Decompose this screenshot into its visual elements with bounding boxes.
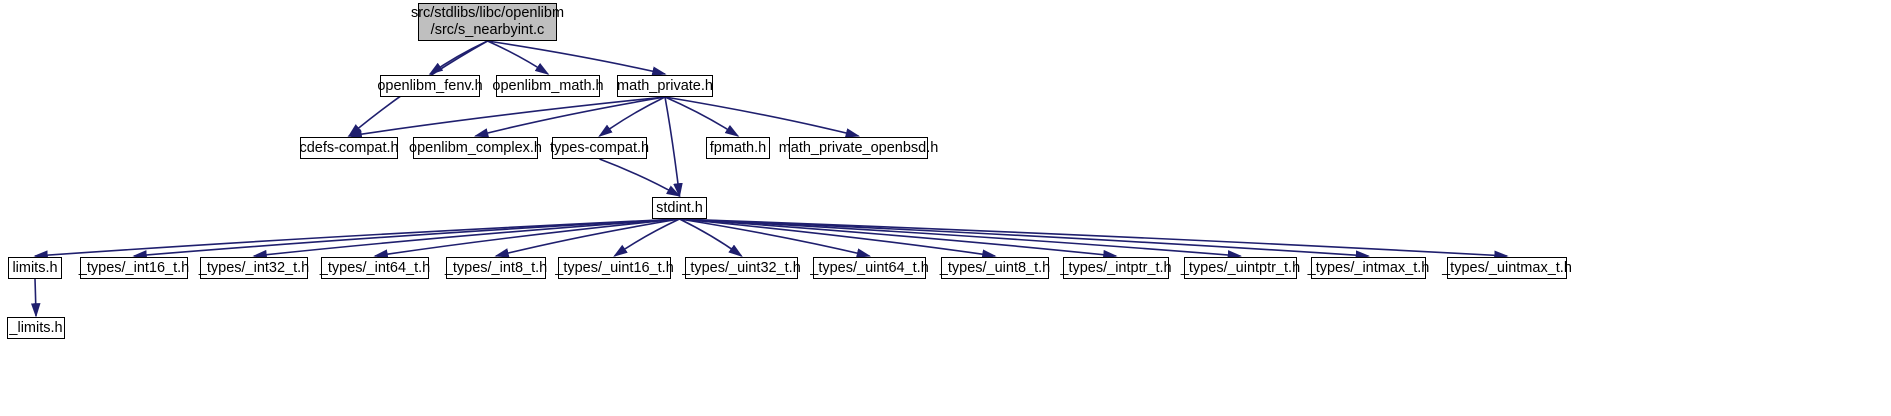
graph-node-types_compat[interactable]: types-compat.h <box>550 137 649 159</box>
edge-math_private-to-openlibm_complex <box>473 96 666 138</box>
edge-stdint-to-uintptr <box>679 218 1243 260</box>
graph-node-math_private_openbsd[interactable]: math_private_openbsd.h <box>779 137 938 159</box>
edge-root-to-openlibm_math <box>487 40 550 75</box>
edge-stdint-to-uint8 <box>679 218 997 259</box>
graph-node-uint16[interactable]: _types/_uint16_t.h <box>555 257 674 279</box>
graph-node-intptr[interactable]: _types/_intptr_t.h <box>1060 257 1172 279</box>
graph-node-cdefs_compat[interactable]: cdefs-compat.h <box>299 137 399 159</box>
graph-node-int16[interactable]: _types/_int16_t.h <box>79 257 189 279</box>
edge-stdint-to-int64 <box>373 218 680 259</box>
graph-node-int64[interactable]: _types/_int64_t.h <box>320 257 430 279</box>
edge-stdint-to-intmax <box>679 218 1371 260</box>
edge-stdint-to-uint64 <box>679 218 872 258</box>
edge-types_compat-to-stdint <box>599 158 681 197</box>
graph-node-openlibm_fenv[interactable]: openlibm_fenv.h <box>377 75 483 97</box>
graph-node-uint64[interactable]: _types/_uint64_t.h <box>810 257 929 279</box>
edge-stdint-to-intptr <box>679 218 1118 260</box>
edge-stdint-to-int16 <box>132 218 680 260</box>
edge-math_private-to-fpmath <box>664 96 740 137</box>
edge-math_private-to-stdint <box>664 96 683 198</box>
edge-stdint-to-int8 <box>494 218 680 258</box>
edge-root-to-openlibm_fenv <box>428 40 488 75</box>
graph-node-intmax[interactable]: _types/_intmax_t.h <box>1308 257 1429 279</box>
graph-node-math_private[interactable]: math_private.h <box>617 75 713 97</box>
graph-node-uint8[interactable]: _types/_uint8_t.h <box>940 257 1050 279</box>
graph-node-int32[interactable]: _types/_int32_t.h <box>199 257 309 279</box>
graph-node-uintptr[interactable]: _types/_uintptr_t.h <box>1181 257 1300 279</box>
graph-node-openlibm_math[interactable]: openlibm_math.h <box>492 75 604 97</box>
edge-stdint-to-limits <box>33 218 680 260</box>
edge-stdint-to-uintmax <box>679 218 1509 261</box>
graph-node-openlibm_complex[interactable]: openlibm_complex.h <box>409 137 542 159</box>
graph-node-uintmax[interactable]: _types/_uintmax_t.h <box>1442 257 1572 279</box>
graph-node-fpmath[interactable]: fpmath.h <box>706 137 770 159</box>
graph-node-int8[interactable]: _types/_int8_t.h <box>445 257 547 279</box>
edge-stdint-to-uint32 <box>679 218 743 257</box>
edge-stdint-to-uint16 <box>613 218 680 257</box>
graph-node-stdint[interactable]: stdint.h <box>652 197 707 219</box>
edge-root-to-math_private <box>487 40 667 76</box>
edge-stdint-to-int32 <box>252 218 680 260</box>
edge-limits-to-_limits <box>30 278 41 318</box>
graph-node-root[interactable]: src/stdlibs/libc/openlibm /src/s_nearbyi… <box>411 3 564 41</box>
graph-node-_limits[interactable]: _limits.h <box>7 317 65 339</box>
graph-node-uint32[interactable]: _types/_uint32_t.h <box>682 257 801 279</box>
edge-math_private-to-types_compat <box>598 96 666 137</box>
graph-node-limits[interactable]: limits.h <box>8 257 62 279</box>
edge-math_private-to-cdefs_compat <box>347 96 666 139</box>
edge-math_private-to-math_private_openbsd <box>664 96 861 138</box>
